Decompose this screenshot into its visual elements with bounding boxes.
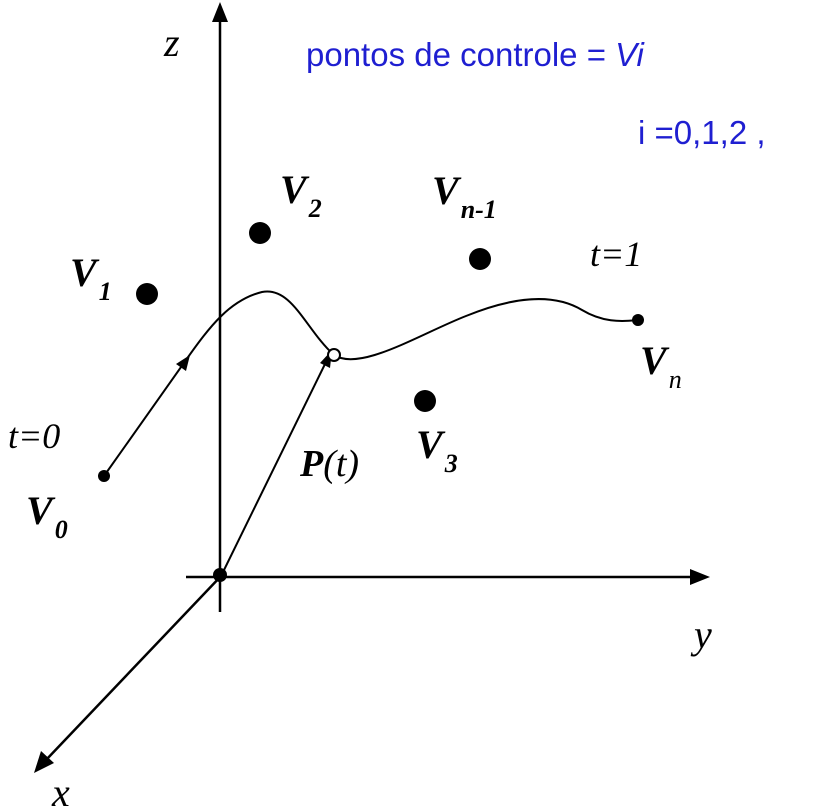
label-position-vector: P(t) bbox=[299, 443, 359, 485]
control-point-v2 bbox=[249, 222, 271, 244]
z-axis-arrowhead bbox=[212, 2, 228, 22]
label-v2-sub: 2 bbox=[308, 194, 322, 223]
label-v1: V1 bbox=[70, 250, 112, 306]
curve-direction-arrowhead bbox=[176, 355, 190, 371]
label-v0-sub: 0 bbox=[55, 515, 68, 544]
label-v1-base: V bbox=[70, 250, 100, 295]
label-position-vector-arg: (t) bbox=[323, 443, 359, 485]
label-v3-sub: 3 bbox=[444, 449, 458, 478]
label-vn1: Vn-1 bbox=[432, 168, 497, 224]
control-point-v1 bbox=[136, 283, 158, 305]
label-t1: t=1 bbox=[590, 234, 642, 274]
z-axis-label: z bbox=[163, 20, 180, 65]
label-v0: V0 bbox=[26, 488, 68, 544]
label-vn1-base: V bbox=[432, 168, 462, 213]
label-v0-base: V bbox=[26, 488, 56, 533]
caption-line-2: i =0,1,2 , bbox=[638, 114, 766, 151]
x-axis-arrowhead bbox=[34, 751, 54, 773]
label-vn-base: V bbox=[640, 338, 670, 383]
label-v2: V2 bbox=[280, 167, 322, 223]
label-v1-sub: 1 bbox=[99, 277, 112, 306]
label-t0: t=0 bbox=[8, 416, 60, 456]
label-v3-base: V bbox=[416, 422, 446, 467]
point-vn-dot bbox=[632, 314, 644, 326]
point-v0-dot bbox=[98, 470, 110, 482]
x-axis-label: x bbox=[51, 770, 70, 809]
y-axis-label: y bbox=[690, 612, 712, 657]
label-position-vector-name: P bbox=[299, 443, 324, 485]
label-vn: Vn bbox=[640, 338, 682, 394]
point-pt-dot bbox=[327, 348, 341, 362]
control-point-v3 bbox=[414, 390, 436, 412]
label-v3: V3 bbox=[416, 422, 458, 478]
label-vn1-sub: n-1 bbox=[461, 195, 497, 224]
origin-dot bbox=[213, 568, 227, 582]
position-vector bbox=[223, 361, 327, 571]
caption-symbol: Vi bbox=[615, 36, 645, 73]
caption-prefix: pontos de controle = bbox=[306, 36, 615, 73]
axes bbox=[34, 2, 710, 773]
caption-line-1: pontos de controle = Vi bbox=[306, 36, 646, 73]
bezier-curve bbox=[103, 290, 639, 477]
x-axis bbox=[45, 574, 223, 761]
control-point-vn1 bbox=[469, 248, 491, 270]
label-v2-base: V bbox=[280, 167, 310, 212]
y-axis-arrowhead bbox=[690, 569, 710, 585]
label-vn-sub: n bbox=[669, 365, 682, 394]
